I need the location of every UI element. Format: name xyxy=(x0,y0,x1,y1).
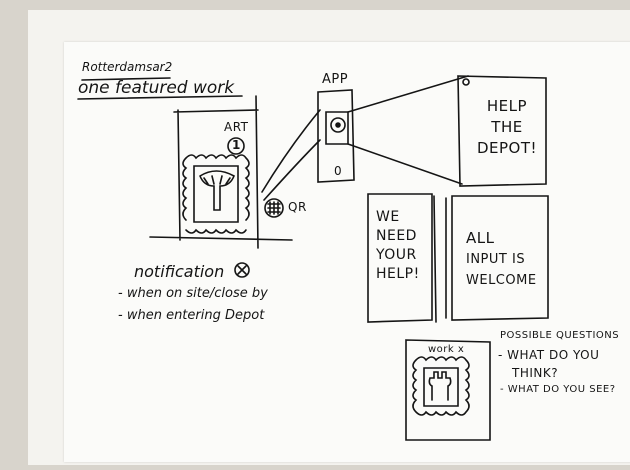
phone-left-frame xyxy=(149,95,293,249)
screen-need-line: NEED xyxy=(376,228,417,244)
art-frame xyxy=(182,154,250,234)
question-1a: - WHAT DO YOU xyxy=(498,348,600,362)
question-2: - WHAT DO YOU SEE? xyxy=(500,384,616,395)
screen-input-line: ALL xyxy=(466,229,495,247)
art-number-circle xyxy=(227,137,245,155)
questions-title: POSSIBLE QUESTIONS xyxy=(500,330,620,341)
screen-need-frame xyxy=(367,193,433,323)
screen-need-line: YOUR xyxy=(376,247,417,263)
screen-input-text: ALL INPUT IS WELCOME xyxy=(466,228,546,291)
notification-title: notification xyxy=(134,262,225,281)
qr-grid xyxy=(267,201,281,215)
subtitle-underline xyxy=(81,77,171,81)
art-number: 1 xyxy=(232,138,241,152)
art-inner xyxy=(193,165,239,223)
projection-lines xyxy=(347,75,469,185)
screen-help-line: DEPOT! xyxy=(476,139,538,157)
work-card-scallop xyxy=(412,356,470,416)
title-underline xyxy=(77,95,243,100)
qr-circle xyxy=(264,198,284,218)
qr-label: QR xyxy=(288,200,307,214)
art-label: ART xyxy=(224,120,249,134)
app-number: 0 xyxy=(334,164,342,178)
sketch-title: one featured work xyxy=(78,78,235,98)
work-card-label: work x xyxy=(428,344,465,355)
connector-qr-app xyxy=(261,109,321,201)
screen-need-line: WE xyxy=(376,209,400,225)
work-card-hand xyxy=(428,371,452,401)
screen-help-text: HELP THE DEPOT! xyxy=(470,96,544,159)
notification-line-2: - when entering Depot xyxy=(118,308,265,323)
question-1b: THINK? xyxy=(512,366,559,380)
work-card-frame xyxy=(405,339,491,441)
notification-line-1: - when on site/close by xyxy=(118,286,268,301)
app-phone-frame xyxy=(317,89,355,183)
app-label: APP xyxy=(322,72,349,87)
art-tree xyxy=(199,170,236,211)
screen-input-line: INPUT IS xyxy=(466,252,526,267)
sketch-subtitle: Rotterdamsar2 xyxy=(82,60,173,74)
screen-help-line: THE xyxy=(491,118,523,136)
screen-help-line: HELP xyxy=(486,97,528,115)
screen-input-frame xyxy=(451,195,549,321)
screen-need-line: HELP! xyxy=(376,266,420,282)
notification-icon xyxy=(234,262,250,278)
screen-input-line: WELCOME xyxy=(466,273,537,288)
screen-need-text: WE NEED YOUR HELP! xyxy=(376,208,430,284)
app-lens xyxy=(330,117,346,133)
screen-help-frame xyxy=(457,75,547,187)
